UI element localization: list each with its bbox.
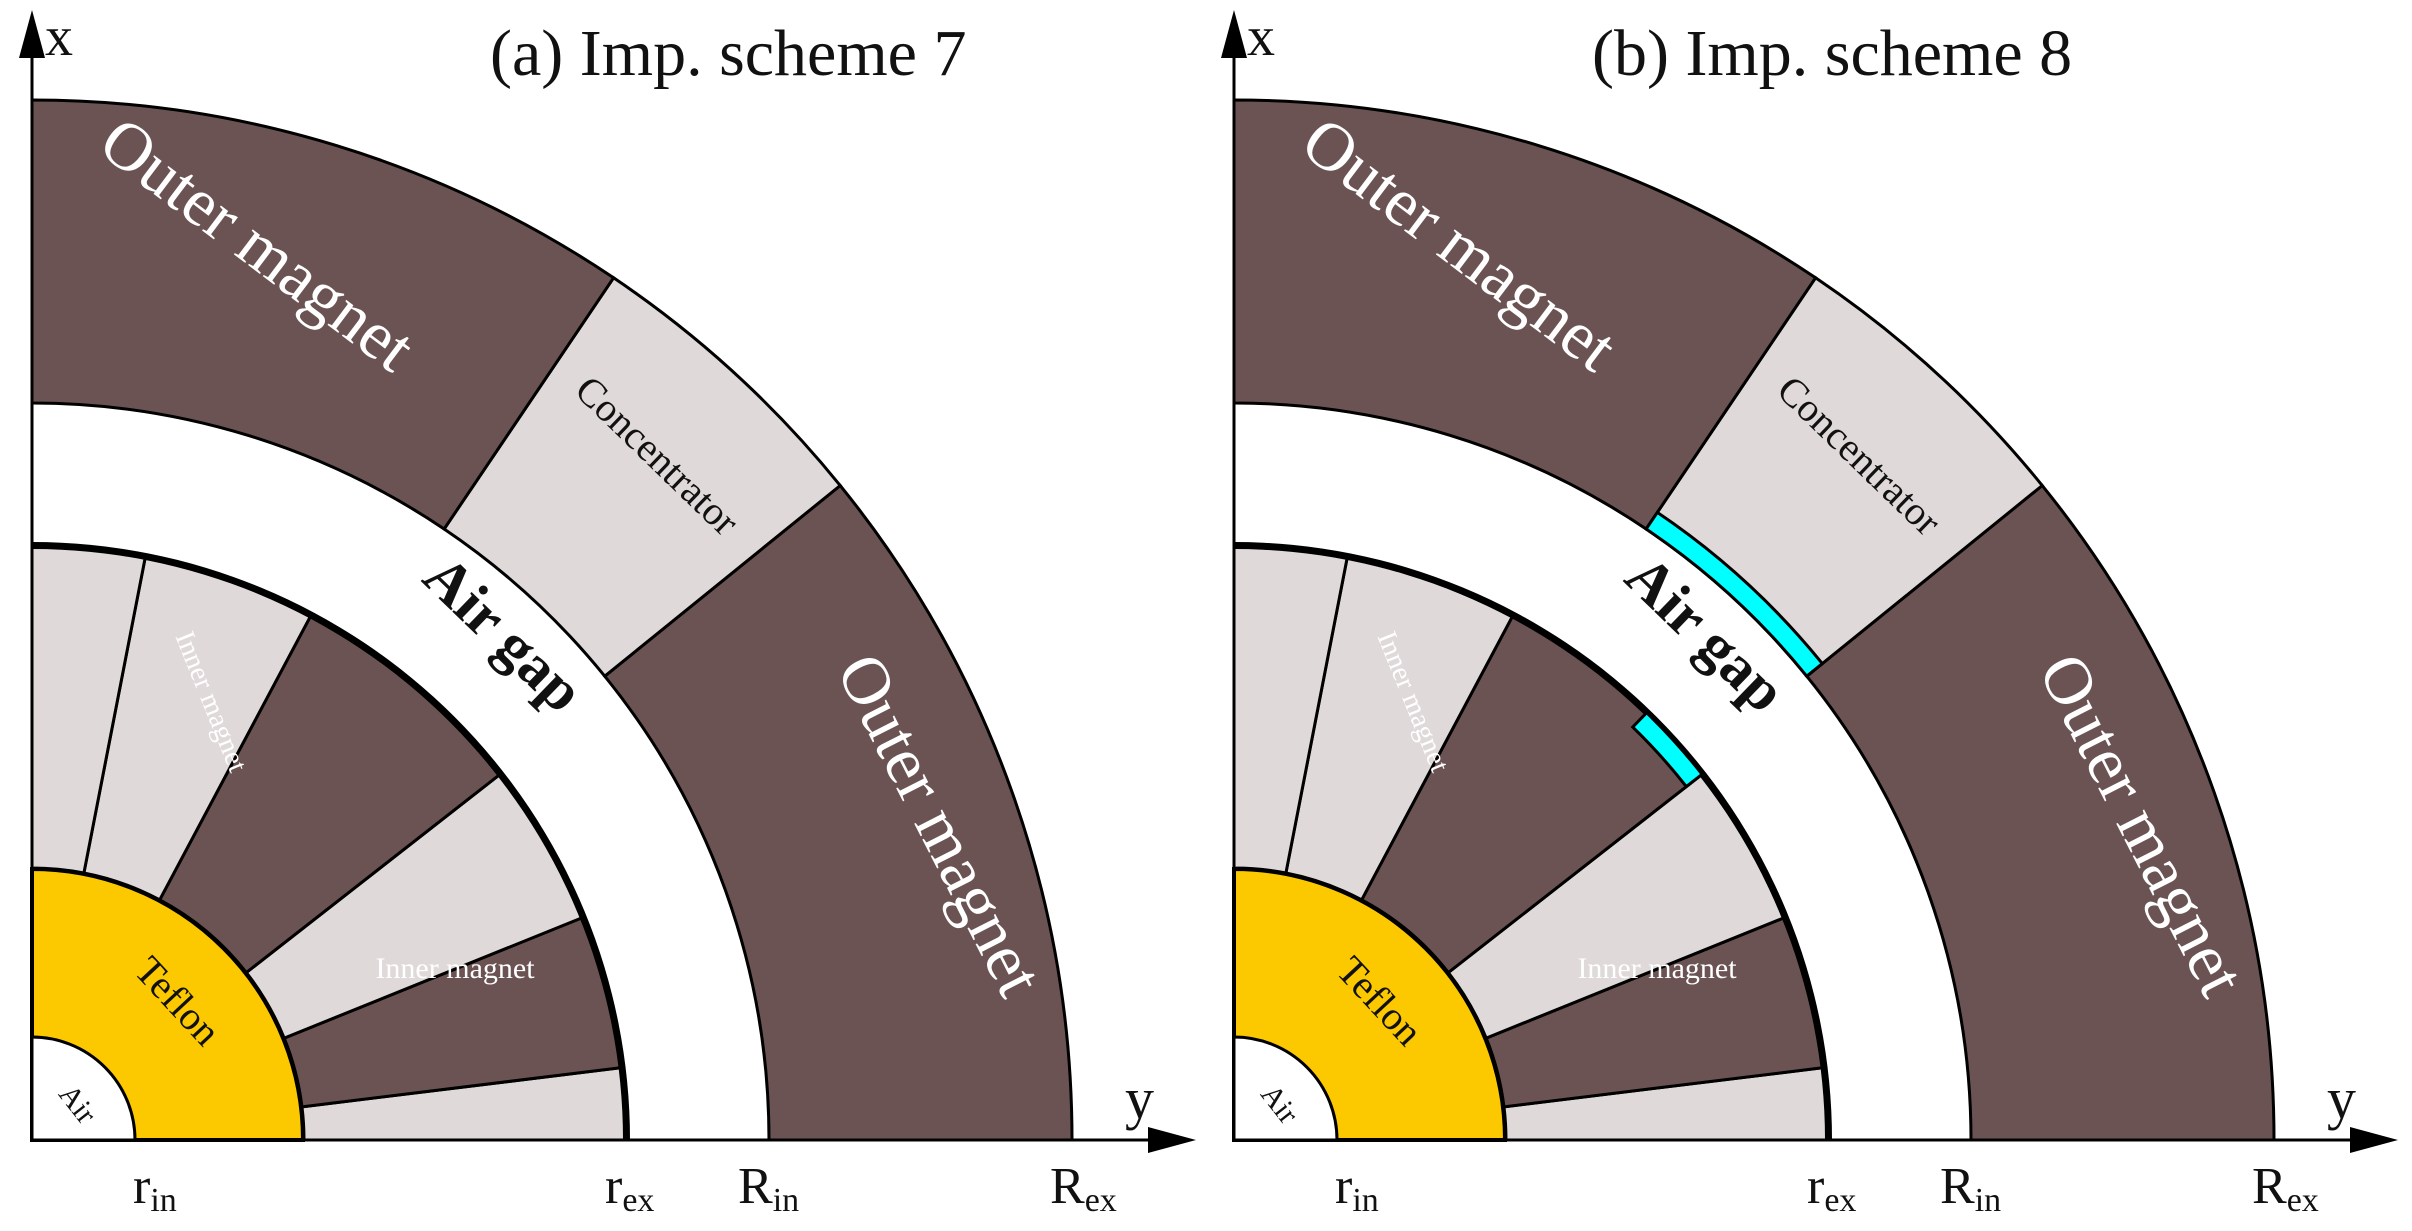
tick-R-in: Rin: [738, 1158, 799, 1219]
panel-b: (b) Imp. scheme 8 x y Outer magnet Outer…: [1221, 6, 2398, 1219]
tick-r-in: rin: [133, 1158, 177, 1219]
tick-r-in: rin: [1335, 1158, 1379, 1219]
insert-inner: [1630, 710, 1705, 789]
air-core: [1232, 1035, 1339, 1142]
panel-title: (a) Imp. scheme 7: [490, 17, 966, 90]
panel-a: (a) Imp. scheme 7 x y Outer magnet Outer…: [19, 6, 1196, 1219]
tick-r-ex: rex: [605, 1158, 654, 1219]
x-axis-arrow: [1221, 10, 1247, 58]
panel-title: (b) Imp. scheme 8: [1592, 17, 2072, 90]
panel-shapes: [19, 10, 1196, 1153]
y-axis-arrow: [1148, 1127, 1196, 1153]
tick-R-ex: Rex: [2252, 1158, 2319, 1219]
air-core: [30, 1035, 137, 1142]
y-axis-label: y: [1125, 1066, 1154, 1131]
inner-magnet-label-bottom: Inner magnet: [375, 952, 535, 985]
tick-R-ex: Rex: [1050, 1158, 1117, 1219]
x-axis-arrow: [19, 10, 45, 58]
y-axis-arrow: [2350, 1127, 2398, 1153]
x-axis-label: x: [1247, 6, 1275, 68]
y-axis-label: y: [2327, 1066, 2356, 1131]
tick-r-ex: rex: [1807, 1158, 1856, 1219]
panel-shapes: [1221, 10, 2398, 1153]
insert-outer: [1644, 510, 1825, 679]
tick-R-in: Rin: [1940, 1158, 2001, 1219]
x-axis-label: x: [45, 6, 73, 68]
inner-magnet-label-bottom: Inner magnet: [1577, 952, 1737, 985]
